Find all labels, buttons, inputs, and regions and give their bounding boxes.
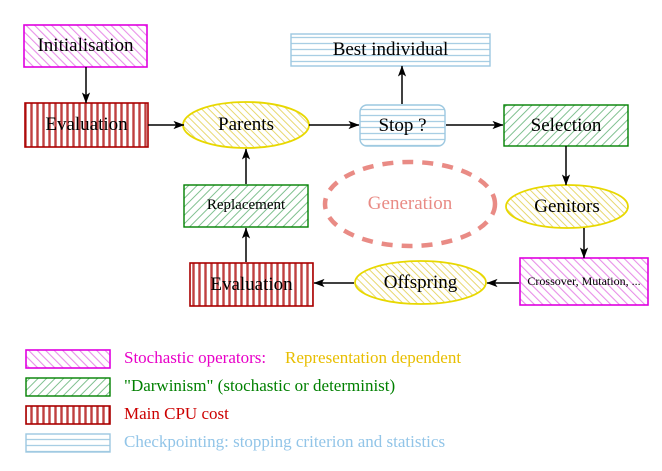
legend-swatch-darwinism	[25, 377, 111, 397]
edge-layer	[81, 65, 589, 288]
node-shape-crossover[interactable]	[519, 257, 649, 306]
node-shape-stop[interactable]	[359, 104, 446, 147]
node-shape-offspring[interactable]	[354, 260, 487, 305]
node-shape-generation[interactable]	[322, 159, 498, 249]
legend-label-darwinism: "Darwinism" (stochastic or determinist)	[124, 376, 396, 395]
legend-swatch-layer	[25, 349, 111, 453]
legend-label-main-cpu-cost: Main CPU cost	[124, 404, 229, 423]
legend-label-stochastic-operators: Stochastic operators:	[124, 348, 267, 367]
node-shape-best_individual[interactable]	[290, 33, 491, 67]
node-shape-evaluation_top[interactable]	[24, 102, 149, 148]
node-shape-replacement[interactable]	[183, 184, 309, 228]
node-shape-evaluation_bot[interactable]	[189, 262, 314, 307]
legend-swatch-checkpointing	[25, 433, 111, 453]
node-shape-parents[interactable]	[182, 101, 310, 149]
node-shapes-layer	[23, 24, 649, 307]
legend-swatch-stochastic-operators	[25, 349, 111, 369]
legend-label-stochastic-operators-extra: Representation dependent	[285, 348, 462, 367]
legend-label-checkpointing: Checkpointing: stopping criterion and st…	[124, 432, 446, 451]
node-shape-genitors[interactable]	[505, 184, 629, 229]
node-shape-selection[interactable]	[503, 104, 629, 147]
node-shape-initialisation[interactable]	[23, 24, 148, 68]
legend-swatch-main-cpu-cost	[25, 405, 111, 425]
